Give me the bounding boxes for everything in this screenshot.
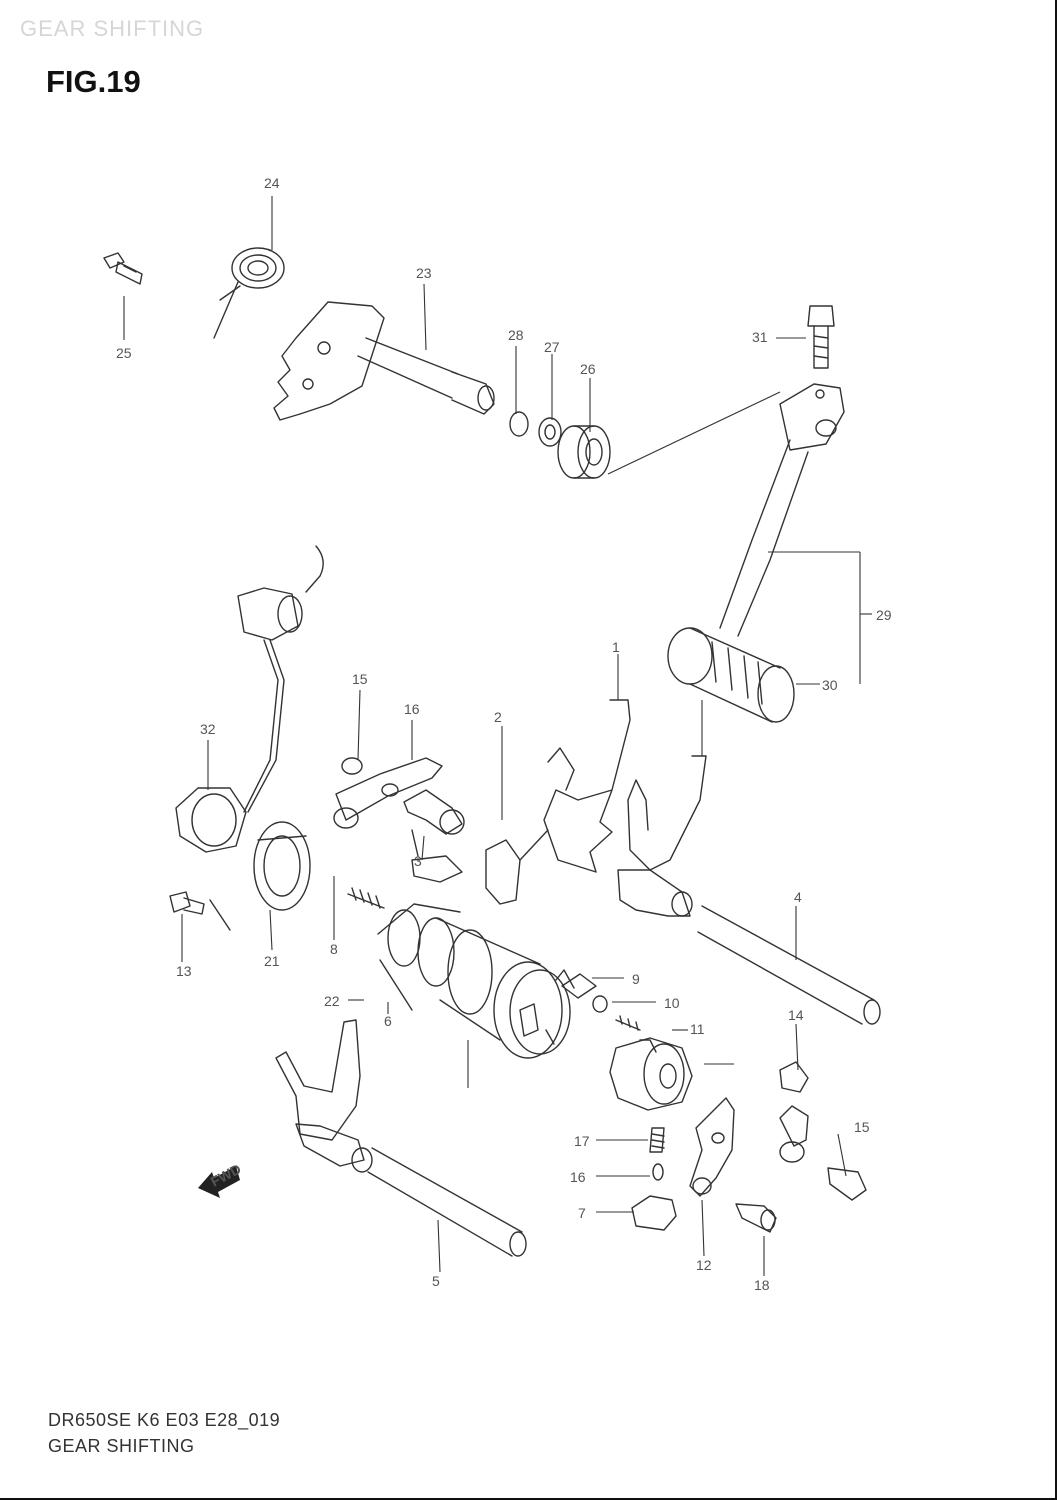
leader-lines [123, 196, 872, 1276]
diagram-code: DR650SE K6 E03 E28_019 [48, 1410, 281, 1430]
callout: 25 [116, 345, 132, 361]
callout: 18 [754, 1277, 770, 1293]
shift-fork-middle [617, 755, 707, 917]
callout: 28 [508, 327, 524, 343]
stopper-bolt [103, 252, 143, 285]
callout: 2 [494, 709, 502, 725]
cam-driven-gear [609, 1037, 693, 1111]
cam-pin [561, 973, 641, 1031]
callout: 26 [580, 361, 596, 377]
lever-bolt [807, 305, 835, 369]
cam-stopper-bolt [403, 789, 465, 835]
callout: 24 [264, 175, 280, 191]
callout: 5 [432, 1273, 440, 1289]
fork-shaft-upper [697, 905, 881, 1025]
cam-stopper [333, 757, 463, 883]
stopper-bolt-lower [827, 1167, 867, 1201]
fwd-direction-arrow: FWD [198, 1161, 244, 1198]
gearshift-cam-bearing [253, 821, 311, 911]
callout: 15 [352, 671, 368, 687]
gearshift-lever [719, 383, 845, 637]
callout: 8 [330, 941, 338, 957]
callout: 14 [788, 1007, 804, 1023]
callout: 4 [794, 889, 802, 905]
pawl-and-spring [631, 1127, 677, 1231]
watermark-title: GEAR SHIFTING [20, 16, 205, 41]
callout: 10 [664, 995, 680, 1011]
stopper-roller [779, 1061, 809, 1163]
callout: 6 [384, 1013, 392, 1029]
callout: 12 [696, 1257, 712, 1273]
callout: 30 [822, 677, 838, 693]
shift-fork-lower [275, 1019, 373, 1173]
shift-fork-upper [485, 699, 631, 905]
callout: 31 [752, 329, 768, 345]
callout: 16 [570, 1169, 586, 1185]
callout: 27 [544, 339, 560, 355]
screw-left [169, 891, 231, 931]
callout: 21 [264, 953, 280, 969]
callout: 32 [200, 721, 216, 737]
callout: 1 [612, 639, 620, 655]
callout: 13 [176, 963, 192, 979]
callout: 3 [414, 853, 422, 869]
callout: 9 [632, 971, 640, 987]
gearshift-cam [377, 903, 575, 1059]
callout: 23 [416, 265, 432, 281]
callout: 17 [574, 1133, 590, 1149]
shaft-washers [509, 411, 562, 447]
return-spring [213, 247, 285, 339]
callout: 16 [404, 701, 420, 717]
callout: 15 [854, 1119, 870, 1135]
callout: 29 [876, 607, 892, 623]
cam-drum-spring [347, 887, 385, 909]
lever-footpeg [667, 627, 795, 723]
fork-shaft-lower [367, 1147, 527, 1257]
callout: 11 [690, 1021, 705, 1037]
callout: 7 [578, 1205, 586, 1221]
diagram-caption: GEAR SHIFTING [48, 1436, 195, 1456]
gear-position-switch [175, 545, 324, 853]
callout: 22 [324, 993, 340, 1009]
gearshift-shaft [273, 301, 495, 421]
screw-lower [735, 1203, 777, 1233]
callout-labels: 24 25 23 28 27 26 31 29 30 32 15 16 1 2 … [116, 175, 892, 1293]
oil-seal [557, 425, 611, 479]
figure-title: FIG.19 [46, 64, 141, 99]
gearshift-arm [689, 1097, 735, 1197]
